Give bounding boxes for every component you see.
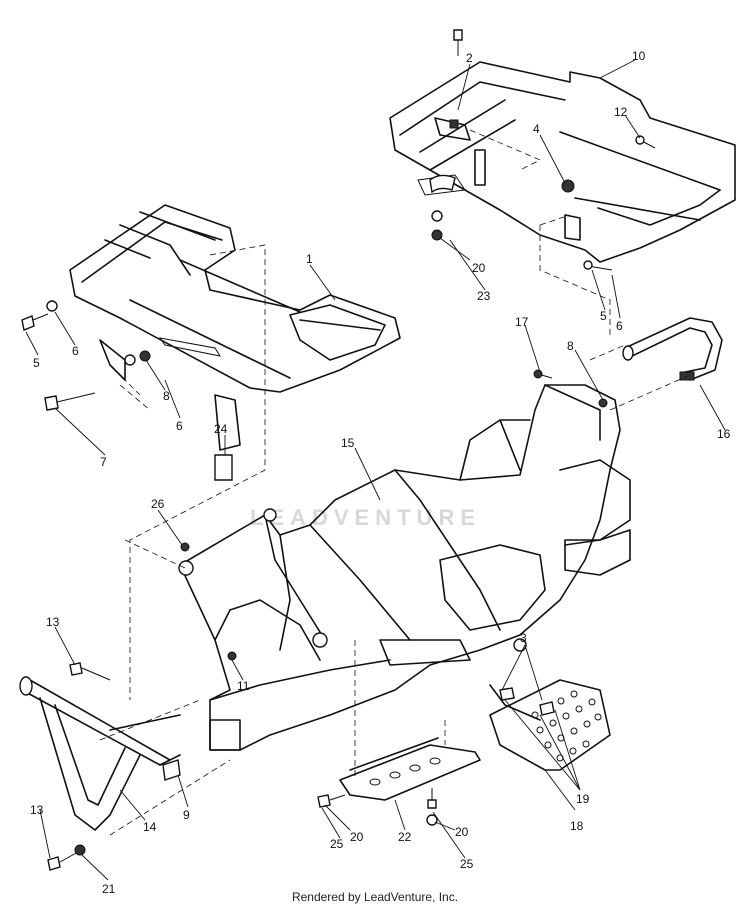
callout-13-top: 13 — [46, 615, 60, 629]
callout-20-left: 20 — [350, 830, 364, 844]
assembly-lines — [99, 129, 691, 836]
callout-8-left: 8 — [163, 389, 170, 403]
callout-26: 26 — [151, 497, 165, 511]
rear-rack — [389, 61, 736, 263]
callout-1: 1 — [306, 252, 313, 266]
front-bumper — [19, 676, 181, 831]
callout-13-bottom: 13 — [30, 803, 44, 817]
callout-22: 22 — [398, 830, 412, 844]
callout-2: 2 — [466, 51, 473, 65]
skid-plate — [339, 737, 481, 801]
callout-9: 9 — [183, 808, 190, 822]
callout-8-right: 8 — [567, 339, 574, 353]
callout-16: 16 — [717, 427, 731, 441]
callout-14: 14 — [143, 820, 157, 834]
main-frame — [178, 384, 631, 751]
callout-20-right: 20 — [455, 825, 469, 839]
callout-6-right: 6 — [616, 319, 623, 333]
callout-3: 3 — [520, 631, 527, 645]
callout-12: 12 — [614, 105, 628, 119]
callout-11: 11 — [237, 679, 250, 693]
callout-6-mid: 6 — [176, 419, 183, 433]
callout-18: 18 — [570, 819, 584, 833]
callout-17: 17 — [515, 315, 529, 329]
callout-15: 15 — [341, 436, 355, 450]
callout-5-left: 5 — [33, 356, 40, 370]
callout-labels: 1 2 3 4 5 5 6 6 6 7 8 8 9 10 11 12 13 13… — [30, 49, 731, 896]
callout-20-top: 20 — [472, 261, 486, 275]
footer-credit: Rendered by LeadVenture, Inc. — [291, 890, 459, 904]
callout-4: 4 — [533, 122, 540, 136]
callout-21: 21 — [102, 882, 116, 896]
leader-lines — [25, 59, 726, 881]
callout-19: 19 — [576, 792, 590, 806]
callout-25-left: 25 — [330, 837, 344, 851]
callout-5-right: 5 — [600, 309, 607, 323]
callout-10: 10 — [632, 49, 646, 63]
callout-25-right: 25 — [460, 857, 474, 871]
front-rack — [69, 204, 401, 481]
callout-7: 7 — [100, 455, 107, 469]
callout-6-left: 6 — [72, 344, 79, 358]
callout-23: 23 — [477, 289, 491, 303]
footrest — [489, 679, 611, 771]
rear-bumper — [622, 317, 723, 381]
hardware — [21, 29, 656, 871]
callout-24: 24 — [214, 422, 228, 436]
